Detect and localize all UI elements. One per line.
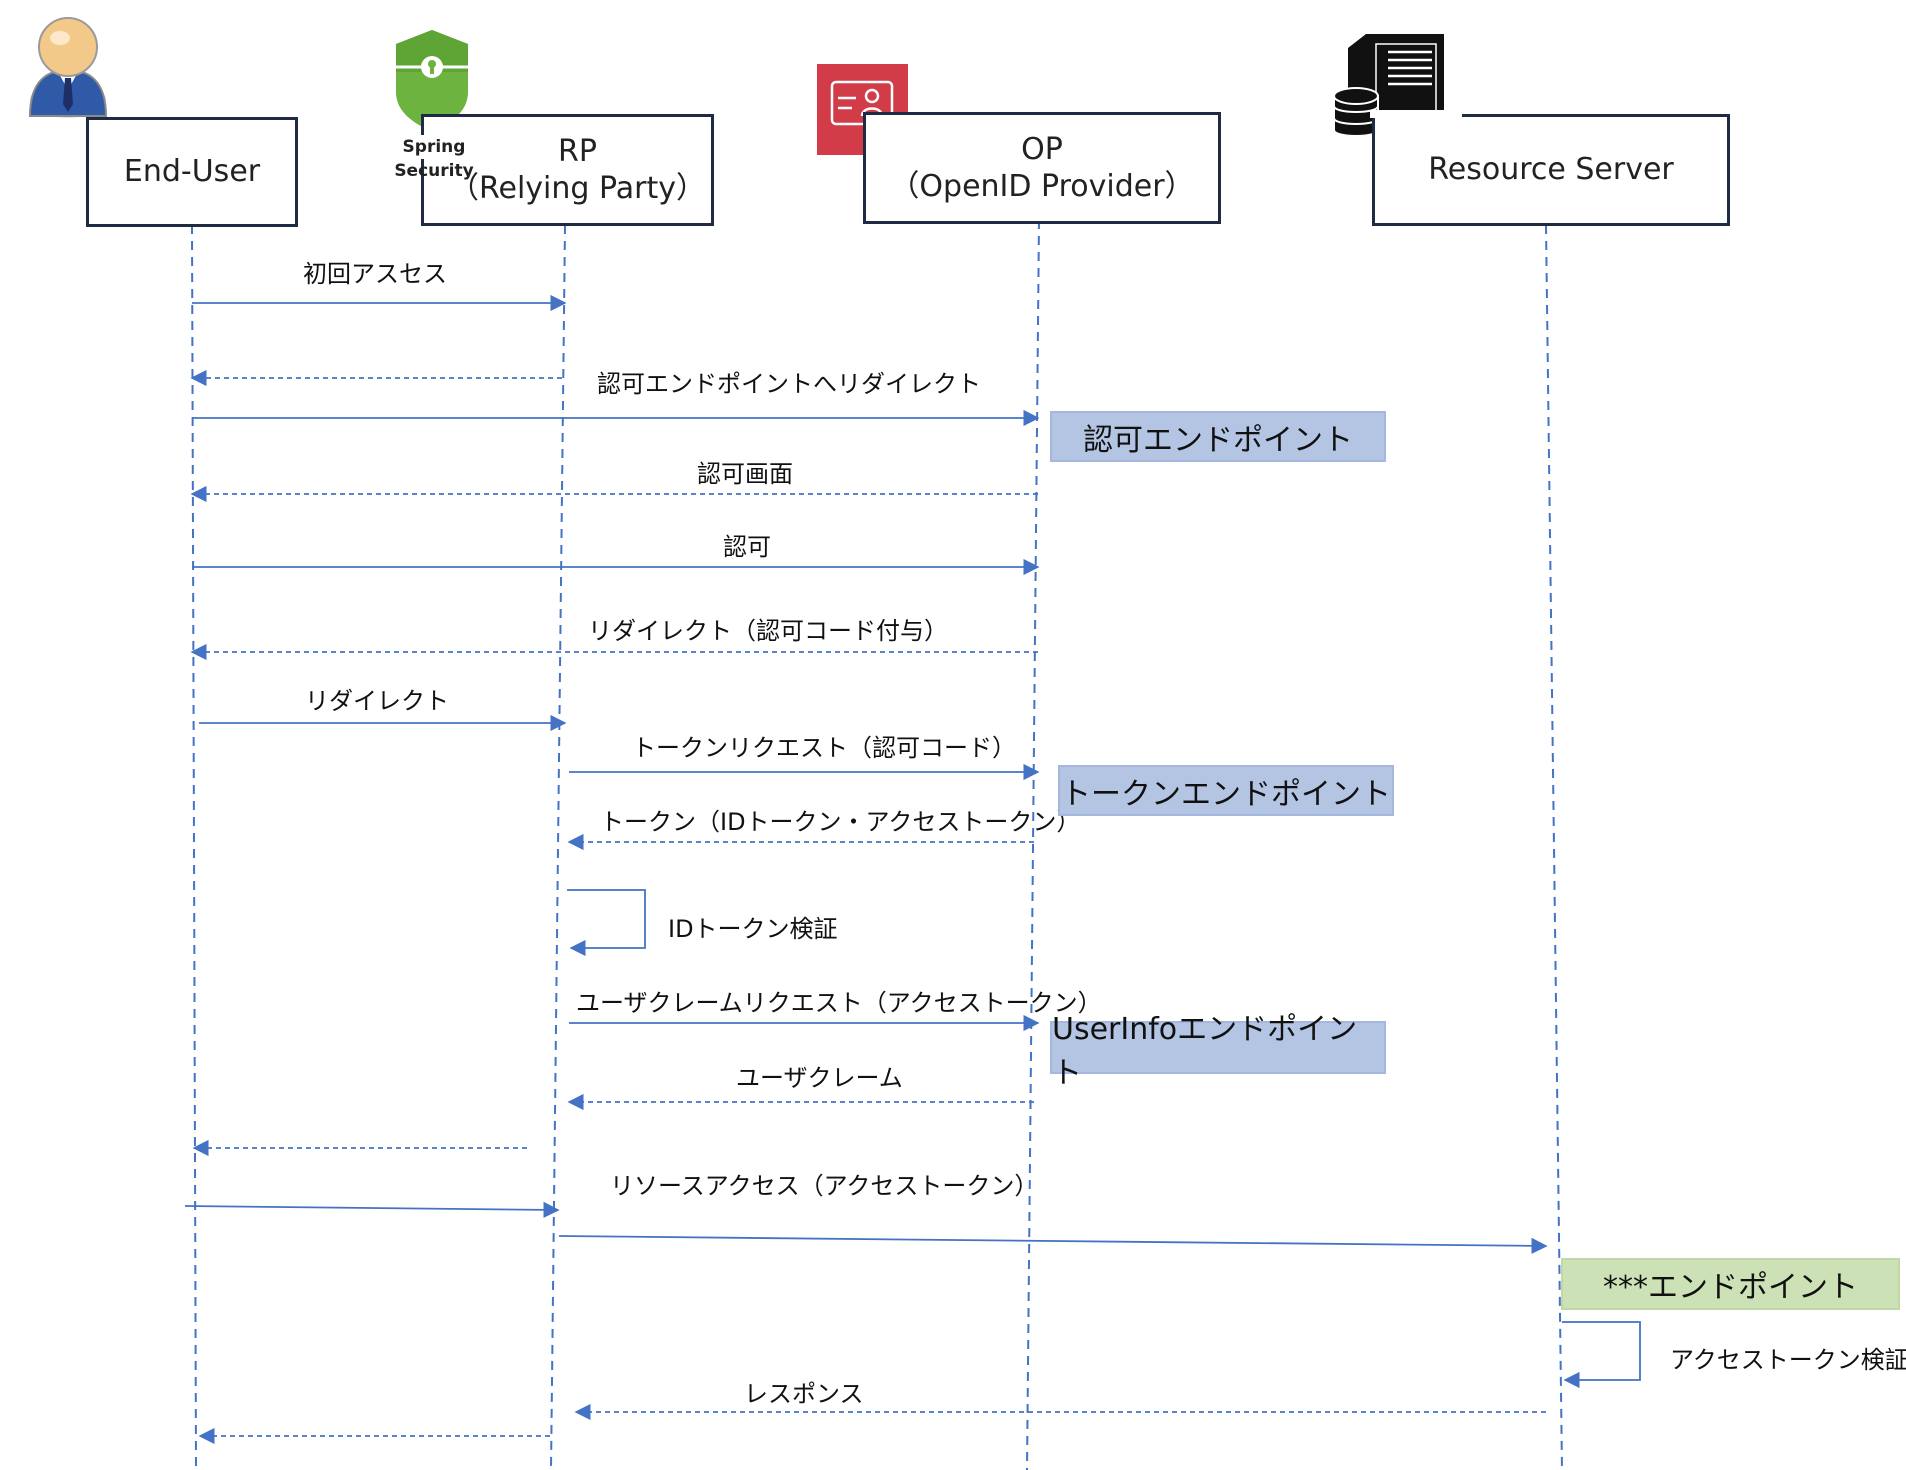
msg-response: レスポンス [744,1380,864,1408]
msg-userclaim-request: ユーザクレームリクエスト（アクセストークン） [576,989,1102,1017]
msg-authorize: 認可 [723,533,771,561]
actor-resource-server: Resource Server [1372,114,1730,226]
msg-redirect: リダイレクト [305,687,449,715]
lifeline-op [1026,219,1040,1470]
actor-end-user-label: End-User [123,154,261,190]
msg-access-token-verify: アクセストークン検証 [1670,1346,1906,1374]
lifeline-rp [550,224,566,1470]
msg-authz-screen: 認可画面 [697,460,793,488]
resource-box-top-gap [1370,110,1462,118]
arrow-resource-access-2 [558,1235,1548,1254]
user-avatar-icon [28,17,108,118]
msg-redirect-code: リダイレクト（認可コード付与） [588,617,948,645]
lifeline-resource-server [1545,224,1563,1470]
actor-rp-sublabel: （Relying Party） [449,171,706,206]
msg-userclaim-response: ユーザクレーム [736,1064,903,1092]
arrow-access-token-verify [1562,1321,1641,1389]
arrow-resource-access-1 [184,1201,560,1218]
msg-token-response: トークン（IDトークン・アクセストークン） [600,808,1081,836]
msg-id-token-verify: IDトークン検証 [668,915,838,943]
msg-resource-access: リソースアクセス（アクセストークン） [610,1172,1039,1200]
lifeline-end-user [191,224,197,1470]
actor-resource-server-label: Resource Server [1428,152,1674,188]
actor-op-label: OP [1021,131,1063,167]
actor-rp: RP （Relying Party） [421,114,714,226]
arrow-id-token-verify [567,889,646,957]
spring-security-shield-icon [396,30,468,131]
endpoint-authz: 認可エンドポイント [1050,411,1386,462]
endpoint-userinfo: UserInfoエンドポイント [1050,1012,1386,1091]
spring-security-label: Spring Security [372,135,496,181]
msg-token-request: トークンリクエスト（認可コード） [632,734,1016,762]
actor-end-user: End-User [86,117,298,227]
actor-op-sublabel: （OpenID Provider） [889,169,1195,204]
msg-initial-access: 初回アスセス [303,260,447,288]
actor-op: OP （OpenID Provider） [863,112,1221,224]
endpoint-token: トークンエンドポイント [1058,765,1394,816]
lifelines [191,219,1563,1470]
actor-rp-label: RP [558,133,597,169]
msg-redirect-authz: 認可エンドポイントへリダイレクト [597,370,981,398]
endpoint-resource: ***エンドポイント [1561,1258,1900,1310]
